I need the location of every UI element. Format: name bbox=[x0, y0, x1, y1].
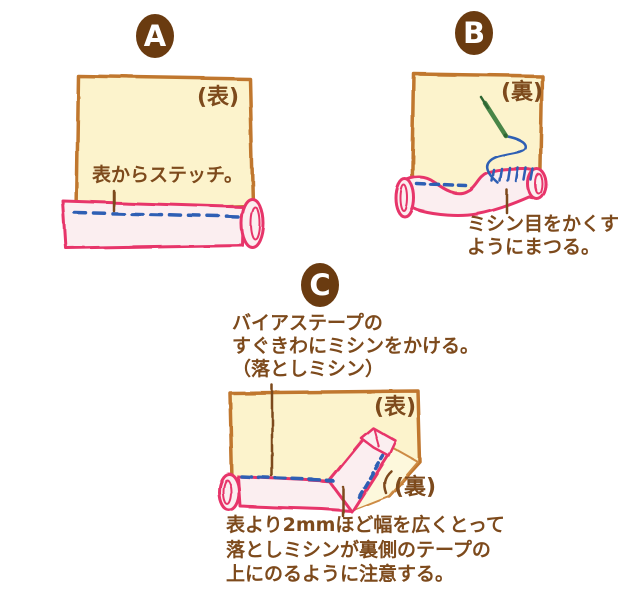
panel-c-bottom-caption-line3: 上にのるように注意する。 bbox=[226, 563, 455, 585]
panel-c-drawing bbox=[217, 383, 422, 518]
machine-stitch-line-c bbox=[240, 475, 335, 483]
back-label-arc-c bbox=[383, 469, 393, 495]
back-tape-stitch-line-c bbox=[357, 454, 385, 499]
panel-c-badge: C bbox=[301, 263, 339, 307]
tape-roll-left-inner-b bbox=[399, 184, 409, 212]
panel-c-back-label: (裏) bbox=[394, 475, 437, 500]
panel-b-badge: B bbox=[455, 11, 493, 55]
panel-b-side-label: (裏) bbox=[501, 80, 544, 105]
tape-roll-right-inner-b bbox=[534, 173, 544, 195]
panel-b-caption-line1: ミシン目をかくす bbox=[467, 213, 620, 235]
panel-a-caption: 表からステッチ。 bbox=[92, 164, 244, 186]
machine-stitch-line-a bbox=[73, 211, 242, 219]
panel-a-badge: A bbox=[136, 14, 174, 58]
panel-c-bottom-caption-line1: 表より2mmほど幅を広くとって bbox=[226, 514, 505, 536]
panel-c-top-caption-line3: （落としミシン） bbox=[232, 358, 385, 380]
tape-roll-left-inner-c bbox=[222, 479, 232, 505]
panel-c-top-caption-line1: バイアステープの bbox=[232, 312, 383, 334]
panel-a-side-label: (表) bbox=[197, 85, 240, 110]
machine-stitch-line-b bbox=[415, 182, 468, 188]
panel-b-drawing bbox=[394, 72, 548, 219]
panel-a-drawing bbox=[61, 74, 265, 250]
needle-tip-icon bbox=[479, 95, 490, 110]
panel-c-front-label: (表) bbox=[374, 395, 417, 420]
needle-eye bbox=[503, 133, 508, 138]
tape-roll-inner-a bbox=[249, 206, 261, 240]
panel-c-bottom-caption-line2: 落としミシンが裏側のテープの bbox=[226, 539, 491, 561]
thread-b bbox=[485, 134, 527, 185]
panel-b-caption-line2: ようにまつる。 bbox=[467, 236, 601, 258]
panel-c-top-caption-line2: すぐきわにミシンをかける。 bbox=[232, 335, 480, 357]
bias-tape-a bbox=[61, 199, 245, 250]
tape-tip-fold-line-c bbox=[373, 428, 380, 448]
tape-roll-left-b bbox=[394, 177, 416, 219]
